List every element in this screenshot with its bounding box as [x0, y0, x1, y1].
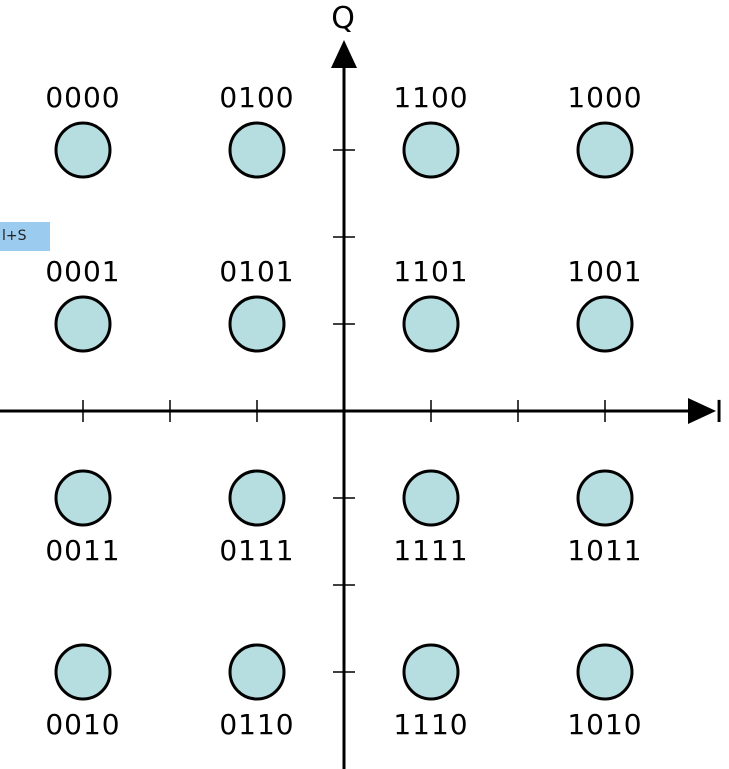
constellation-point	[576, 295, 634, 353]
point-label: 1001	[567, 255, 642, 288]
q-axis-label: Q	[331, 1, 355, 36]
point-label: 1010	[567, 708, 642, 741]
point-label: 1101	[393, 255, 468, 288]
point-label: 0100	[219, 81, 294, 114]
constellation-point	[54, 295, 112, 353]
constellation-point	[402, 469, 460, 527]
constellation-point	[54, 121, 112, 179]
point-label: 1011	[567, 534, 642, 567]
point-label: 1000	[567, 81, 642, 114]
constellation-point	[402, 643, 460, 701]
point-label: 1110	[393, 708, 468, 741]
point-label: 0101	[219, 255, 294, 288]
point-label: 0001	[45, 255, 120, 288]
constellation-point	[228, 295, 286, 353]
constellation-point	[402, 295, 460, 353]
constellation-point	[54, 643, 112, 701]
constellation-point	[228, 643, 286, 701]
constellation-point	[576, 469, 634, 527]
point-label: 0000	[45, 81, 120, 114]
constellation-point	[228, 469, 286, 527]
q-axis-arrow	[331, 40, 357, 68]
point-label: 0010	[45, 708, 120, 741]
constellation-point	[576, 121, 634, 179]
point-label: 1100	[393, 81, 468, 114]
i-axis-arrow	[688, 398, 716, 424]
constellation-point	[402, 121, 460, 179]
point-label: 0011	[45, 534, 120, 567]
point-label: 0111	[219, 534, 294, 567]
constellation-point	[54, 469, 112, 527]
constellation-point	[228, 121, 286, 179]
shortcut-tooltip: l+S	[0, 222, 50, 251]
constellation-point	[576, 643, 634, 701]
constellation-points: 0000 0100 1100 1000 0001 0101 1101 1001 0011 0111…	[45, 81, 642, 741]
i-axis-label: I	[715, 395, 724, 430]
point-label: 1111	[393, 534, 468, 567]
point-label: 0110	[219, 708, 294, 741]
